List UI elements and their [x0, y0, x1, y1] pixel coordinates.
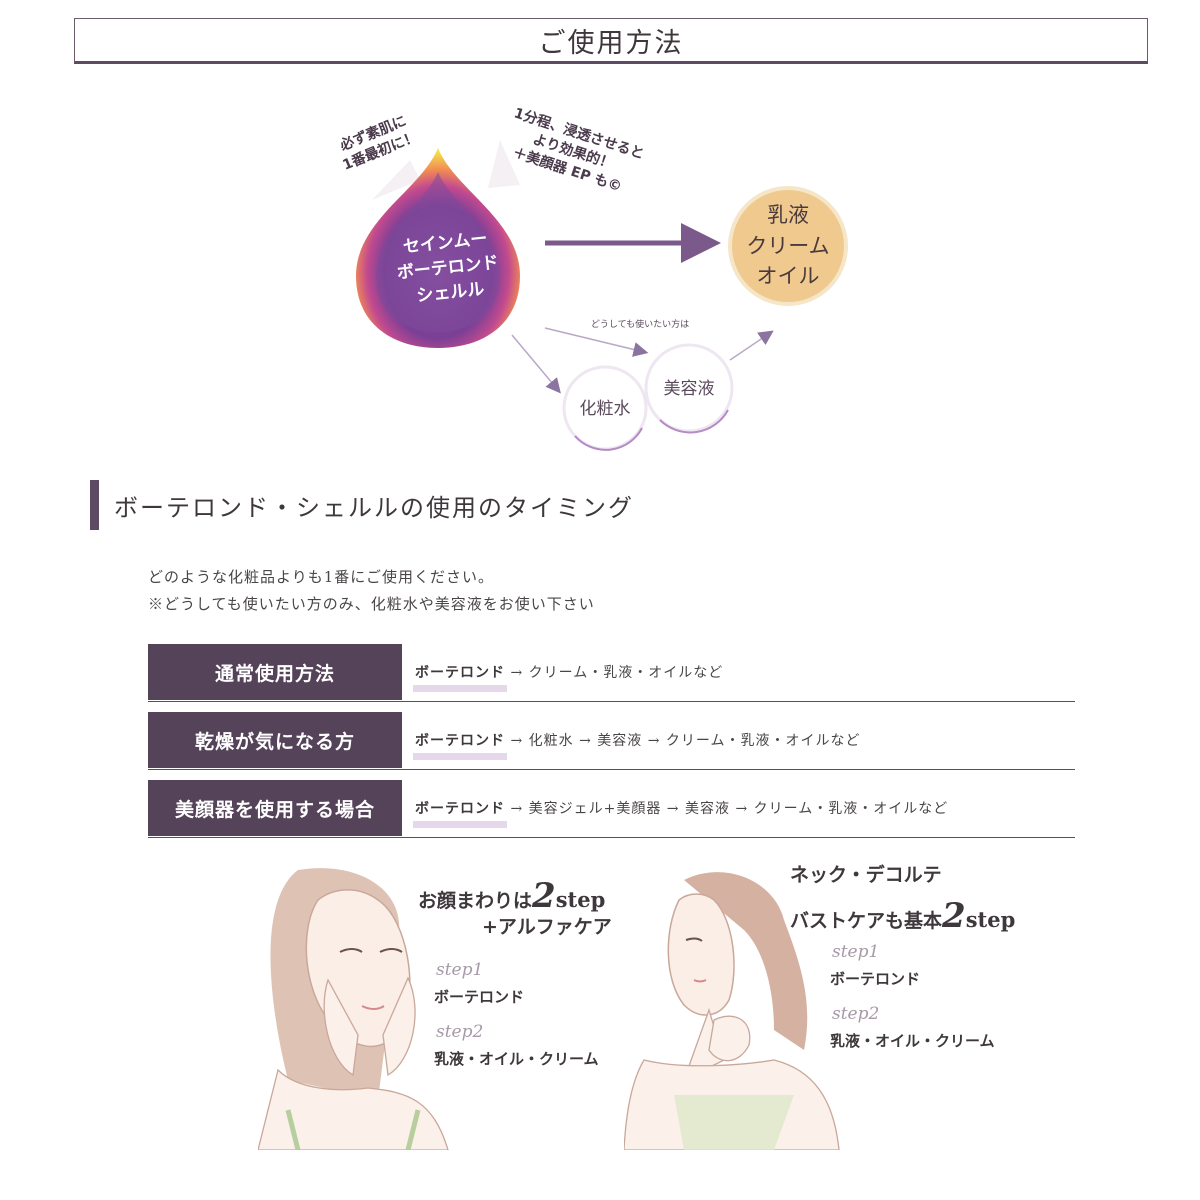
left-step2-word: step2	[436, 1022, 484, 1042]
intro-line-1: どのような化粧品よりも1番にご使用ください。	[148, 568, 494, 586]
arrow-to-serum	[544, 327, 649, 357]
woman-neck-illustration	[624, 872, 840, 1150]
usage-diagram-svg: セインムー ボーテロンド シェルル 乳液 クリーム オイル どうしても使いたい方…	[356, 140, 848, 451]
left-step1-word: step1	[436, 960, 484, 980]
cream-line-3: オイル	[757, 264, 820, 288]
timing-row-desc: ボーテロンド → 化粧水 → 美容液 → クリーム・乳液・オイルなど	[415, 733, 861, 749]
serum-label: 美容液	[664, 379, 715, 399]
optional-note: どうしても使いたい方は	[591, 318, 689, 330]
cream-circle	[728, 186, 848, 306]
page-title: ご使用方法	[538, 27, 684, 59]
note-right-tail	[488, 140, 520, 188]
arrow-to-cream	[729, 330, 774, 361]
section-accent-bar	[90, 480, 99, 530]
product-drop	[356, 148, 520, 348]
right-step2-desc: 乳液・オイル・クリーム	[830, 1032, 995, 1050]
timing-row-desc: ボーテロンド → クリーム・乳液・オイルなど	[415, 665, 724, 681]
intro-text: どのような化粧品よりも1番にご使用ください。 ※どうしても使いたい方のみ、化粧水…	[148, 564, 595, 618]
left-illustration-subheading: +アルファケア	[482, 916, 612, 938]
right-illustration-subheading: バストケアも基本2step	[790, 896, 1016, 936]
right-step2-word: step2	[832, 1004, 880, 1024]
section-title: ボーテロンド・シェルルの使用のタイミング	[114, 494, 634, 522]
left-illustration-heading: お顔まわりは2step	[418, 876, 606, 916]
timing-row-label: 美顔器を使用する場合	[148, 780, 402, 836]
right-illustration-heading: ネック・デコルテ	[790, 864, 942, 886]
note-left-tail	[372, 160, 420, 200]
left-step1-desc: ボーテロンド	[434, 988, 525, 1006]
woman-face-illustration	[258, 868, 449, 1150]
timing-row-device: 美顔器を使用する場合 ボーテロンド → 美容ジェル+美顔器 → 美容液 → クリ…	[148, 780, 1075, 838]
arrow-to-toner	[511, 334, 561, 394]
serum-circle	[644, 343, 734, 433]
right-step1-word: step1	[832, 942, 880, 962]
cream-line-2: クリーム	[746, 234, 829, 258]
timing-row-desc: ボーテロンド → 美容ジェル+美顔器 → 美容液 → クリーム・乳液・オイルなど	[415, 801, 949, 817]
left-step2-desc: 乳液・オイル・クリーム	[434, 1050, 599, 1068]
intro-line-2: ※どうしても使いたい方のみ、化粧水や美容液をお使い下さい	[148, 595, 595, 613]
toner-label: 化粧水	[580, 399, 631, 419]
timing-row-dry-skin: 乾燥が気になる方 ボーテロンド → 化粧水 → 美容液 → クリーム・乳液・オイ…	[148, 712, 1075, 770]
cream-line-1: 乳液	[767, 203, 809, 227]
right-step1-desc: ボーテロンド	[830, 970, 921, 988]
page-title-box: ご使用方法	[74, 18, 1148, 64]
usage-diagram: セインムー ボーテロンド シェルル 乳液 クリーム オイル どうしても使いたい方…	[0, 80, 1200, 470]
timing-row-label: 乾燥が気になる方	[148, 712, 402, 768]
timing-row-normal: 通常使用方法 ボーテロンド → クリーム・乳液・オイルなど	[148, 644, 1075, 702]
timing-row-label: 通常使用方法	[148, 644, 402, 700]
